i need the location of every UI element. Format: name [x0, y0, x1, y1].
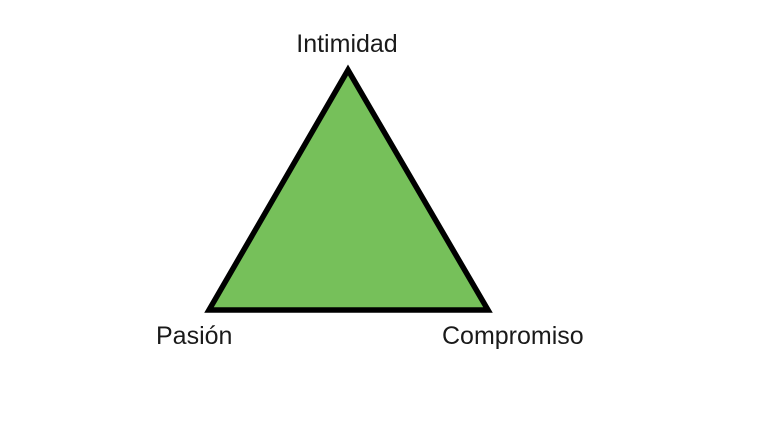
- triangle-shape: [204, 64, 493, 313]
- vertex-label-bottom-left: Pasión: [156, 322, 233, 350]
- vertex-label-bottom-right: Compromiso: [442, 322, 584, 350]
- vertex-label-top: Intimidad: [296, 30, 398, 58]
